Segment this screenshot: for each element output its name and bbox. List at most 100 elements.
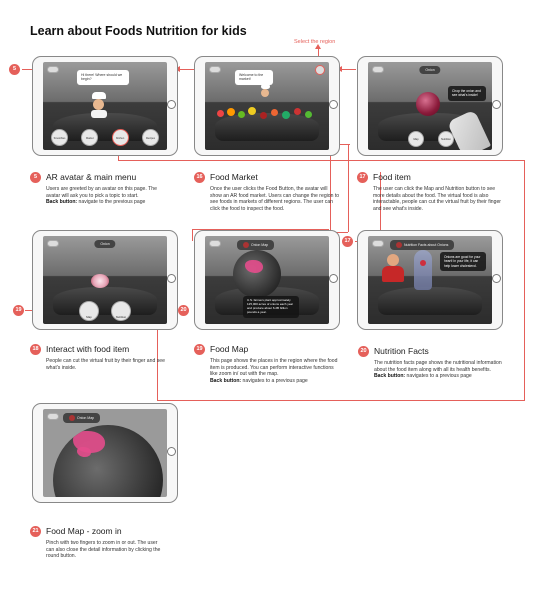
region-highlight	[77, 447, 91, 457]
avatar-speech-bubble: Hi there! Where should we begin?	[77, 70, 129, 85]
food-name-pill: Onion	[94, 240, 116, 248]
back-button[interactable]	[47, 413, 59, 420]
nutrition-button[interactable]: Nutrition	[438, 131, 454, 147]
section-heading: Food Map - zoom in	[46, 526, 122, 536]
desk-image	[214, 113, 320, 142]
nutrition-button[interactable]: Nutrition	[111, 301, 131, 321]
connector-line	[348, 144, 349, 232]
section-heading: AR avatar & main menu	[46, 172, 137, 182]
instruction-bubble: Chop the onion and see what's inside!	[448, 86, 486, 101]
section-description: This page shows the places in the region…	[210, 358, 338, 384]
step-badge: 20	[358, 346, 369, 357]
tablet-food-item: Onion Chop the onion and see what's insi…	[357, 56, 503, 156]
nutrition-info-bubble: Onions are good for your heart! In your …	[440, 252, 486, 271]
connector-line	[118, 160, 524, 161]
screen-food-map-zoom: Onion Map	[43, 409, 167, 497]
section-heading: Interact with food item	[46, 344, 130, 354]
connector-line	[178, 69, 194, 70]
connector-line	[318, 46, 319, 60]
screen-ar-avatar: Hi there! Where should we begin? Smoothi…	[43, 62, 167, 150]
section-description: Once the user clicks the Food Button, th…	[210, 186, 340, 212]
connector-line	[22, 69, 32, 70]
back-button[interactable]	[209, 66, 221, 73]
select-region-label: Select the region	[294, 39, 336, 45]
select-region-button[interactable]	[315, 65, 325, 75]
home-button[interactable]	[329, 100, 338, 109]
section-description: The nutrition facts page shows the nutri…	[374, 360, 502, 380]
connector-line	[524, 160, 525, 400]
main-menu: Smoothies Market Kitchen Recipes	[51, 129, 159, 146]
connector-line	[157, 300, 158, 400]
section-description: People can cut the virtual fruit by thei…	[46, 358, 165, 371]
section-description: Users are greeted by an avatar on this p…	[46, 186, 157, 206]
nutrition-title-pill: Nutrition Facts about Onions	[390, 240, 455, 250]
screen-nutrition-facts: Nutrition Facts about Onions Onions are …	[368, 236, 492, 324]
boy-avatar-icon	[382, 254, 404, 284]
onion-icon[interactable]	[416, 92, 440, 116]
connector-line	[330, 144, 350, 145]
back-button[interactable]	[47, 240, 59, 247]
menu-item-kitchen[interactable]: Kitchen	[111, 129, 129, 146]
connector-line	[157, 400, 525, 401]
onion-icon	[243, 242, 249, 248]
map-button[interactable]: Map	[408, 131, 424, 147]
home-button[interactable]	[492, 100, 501, 109]
step-badge: 19	[13, 305, 24, 316]
avatar-chef-icon	[91, 92, 107, 118]
screen-food-item: Onion Chop the onion and see what's insi…	[368, 62, 492, 150]
section-heading: Food item	[373, 172, 411, 182]
tablet-food-map-zoom: Onion Map	[32, 403, 178, 503]
map-button[interactable]: Map	[79, 301, 99, 321]
page-title: Learn about Foods Nutrition for kids	[30, 24, 247, 38]
tablet-food-market: Welcome to the market!	[194, 56, 340, 156]
back-button[interactable]	[372, 66, 384, 73]
avatar-chef-icon	[261, 84, 271, 98]
back-button[interactable]	[209, 240, 221, 247]
step-badge: 5	[9, 64, 20, 75]
food-name-pill: Onion Map	[63, 413, 101, 423]
globe-map[interactable]	[233, 250, 281, 298]
step-badge: 5	[30, 172, 41, 183]
tablet-ar-avatar: Hi there! Where should we begin? Smoothi…	[32, 56, 178, 156]
desk-image	[52, 287, 158, 316]
connector-line	[380, 172, 381, 232]
avatar-speech-bubble: Welcome to the market!	[235, 70, 273, 85]
connector-line	[330, 232, 348, 233]
food-items[interactable]	[215, 106, 321, 120]
connector-line	[340, 69, 356, 70]
step-badge: 17	[357, 172, 368, 183]
cut-onion-icon[interactable]	[91, 274, 109, 288]
section-heading: Food Market	[210, 172, 258, 182]
tablet-interact-food: Onion Map Nutrition	[32, 230, 178, 330]
section-description: Pinch with two fingers to zoom in or out…	[46, 540, 161, 560]
menu-item-market[interactable]: Market	[81, 129, 99, 146]
arrow-up-icon	[315, 44, 321, 49]
connector-line	[330, 144, 331, 232]
tablet-food-map: Onion Map U.S. farmers plant approximate…	[194, 230, 340, 330]
home-button[interactable]	[167, 274, 176, 283]
tablet-nutrition-facts: Nutrition Facts about Onions Onions are …	[357, 230, 503, 330]
region-highlight	[245, 260, 263, 273]
connector-line	[192, 229, 193, 241]
home-button[interactable]	[167, 447, 176, 456]
desk-image	[377, 287, 483, 316]
step-badge: 17	[342, 236, 353, 247]
menu-item-smoothies[interactable]: Smoothies	[51, 129, 68, 146]
home-button[interactable]	[492, 274, 501, 283]
back-button[interactable]	[372, 240, 384, 247]
menu-item-recipes[interactable]: Recipes	[141, 129, 159, 146]
onion-icon	[396, 242, 402, 248]
connector-line	[192, 229, 329, 230]
home-button[interactable]	[329, 274, 338, 283]
map-info-box: U.S. farmers plant approximately 125,000…	[243, 296, 299, 318]
body-anatomy-icon	[414, 250, 432, 290]
step-badge: 20	[178, 305, 189, 316]
back-button[interactable]	[47, 66, 59, 73]
screen-interact-food: Onion Map Nutrition	[43, 236, 167, 324]
globe-map-zoomed[interactable]	[53, 425, 163, 497]
step-badge: 19	[194, 344, 205, 355]
food-name-pill: Onion Map	[237, 240, 275, 250]
screen-food-map: Onion Map U.S. farmers plant approximate…	[205, 236, 329, 324]
home-button[interactable]	[167, 100, 176, 109]
onion-icon	[69, 415, 75, 421]
